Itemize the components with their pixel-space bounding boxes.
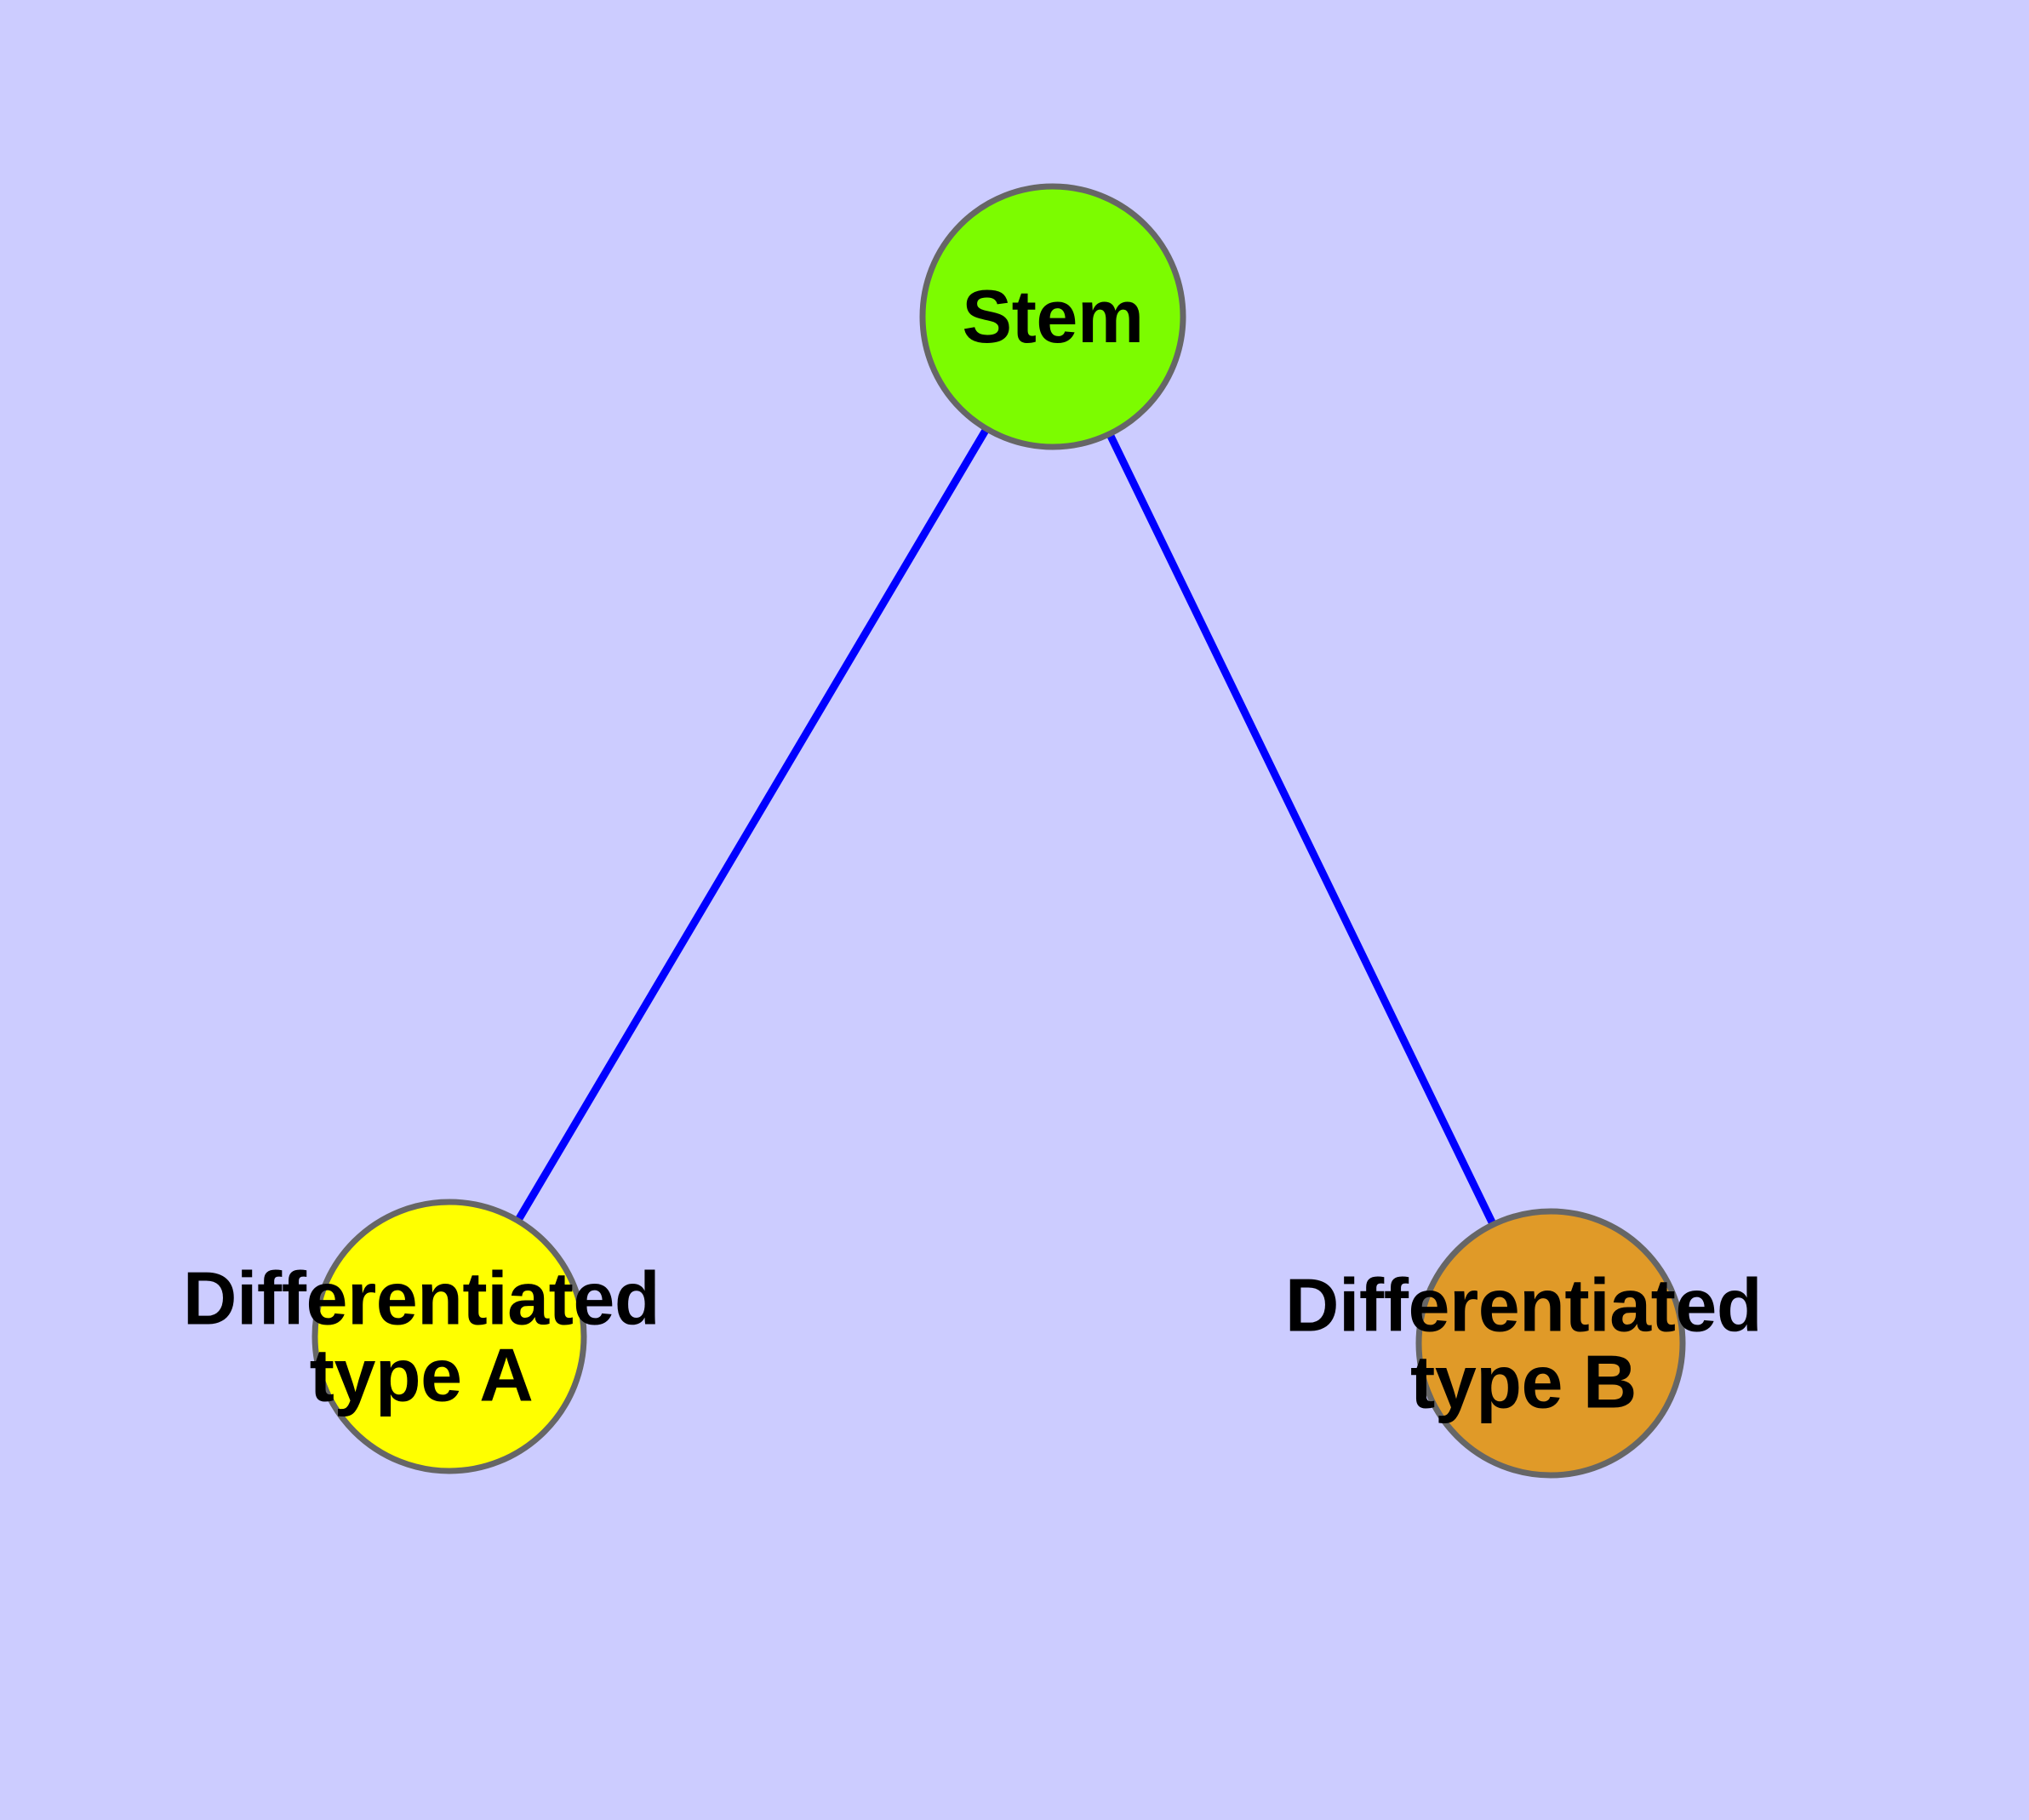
node-label-differentiated-type-b: Differentiated type B	[1284, 1262, 1763, 1423]
edge-stem-to-differentiated-type-b	[1049, 315, 1555, 1345]
edge-layer	[446, 314, 1555, 1345]
node-stem[interactable]	[919, 183, 1186, 450]
node-differentiated-type-b[interactable]	[1415, 1208, 1686, 1479]
node-layer	[311, 183, 1686, 1479]
node-label-differentiated-type-a: Differentiated type A	[182, 1256, 660, 1417]
node-differentiated-type-a[interactable]	[311, 1199, 587, 1474]
edge-stem-to-differentiated-type-a	[446, 314, 1056, 1339]
node-label-stem: Stem	[962, 274, 1144, 359]
